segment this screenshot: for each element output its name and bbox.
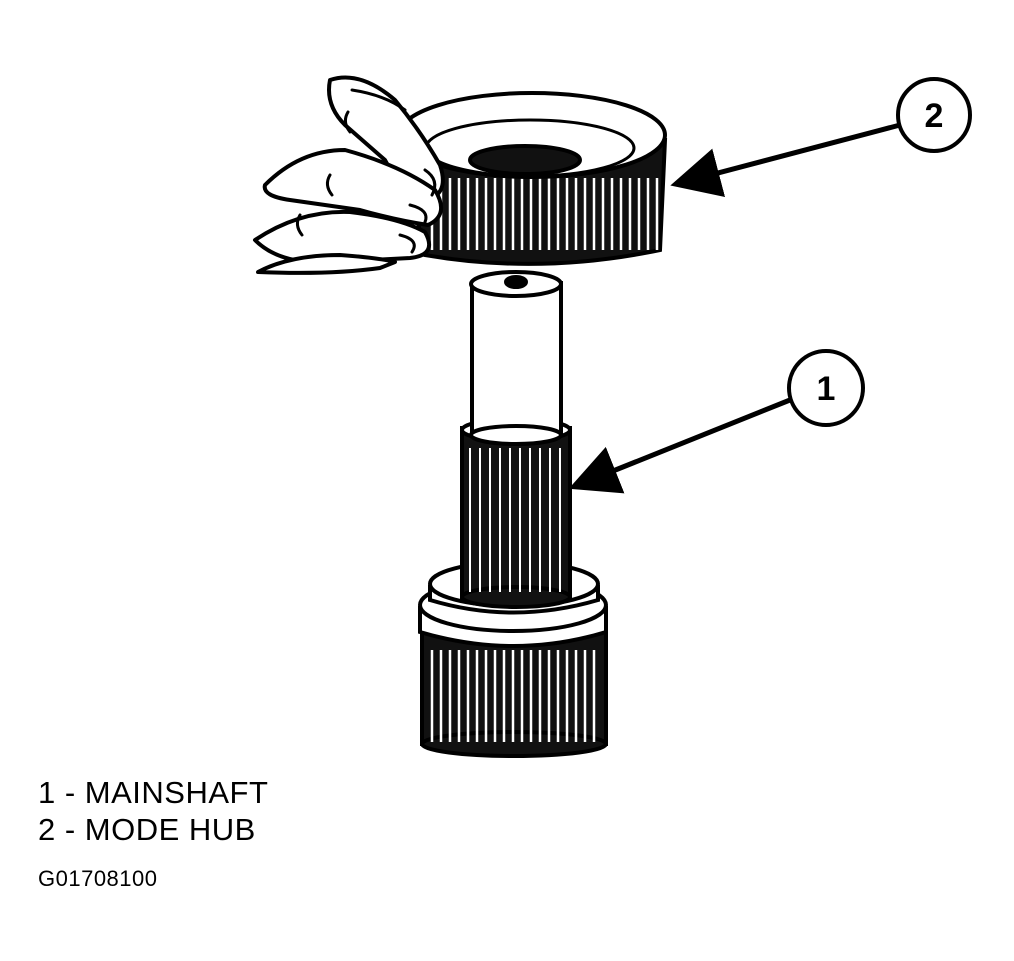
mainshaft: [418, 270, 608, 758]
callout-1: 1: [568, 349, 865, 494]
leader-arrow-2: [670, 122, 901, 197]
parts-legend: 1 - MAINSHAFT 2 - MODE HUB: [38, 774, 268, 848]
mainshaft-pilot: [469, 270, 563, 446]
legend-item-mode-hub: 2 - MODE HUB: [38, 812, 256, 847]
mainshaft-splines: [460, 417, 572, 609]
callout-circle-2: [896, 77, 972, 153]
callout-2: 2: [670, 77, 972, 197]
leader-arrow-1: [568, 397, 791, 494]
mode-hub: [397, 91, 668, 266]
legend-item-mainshaft: 1 - MAINSHAFT: [38, 775, 269, 810]
figure-code: G01708100: [38, 866, 158, 891]
callout-number-2: 2: [925, 97, 944, 135]
callout-number-1: 1: [817, 370, 836, 408]
hand-illustration: [253, 75, 445, 275]
callout-circle-1: [787, 349, 865, 427]
